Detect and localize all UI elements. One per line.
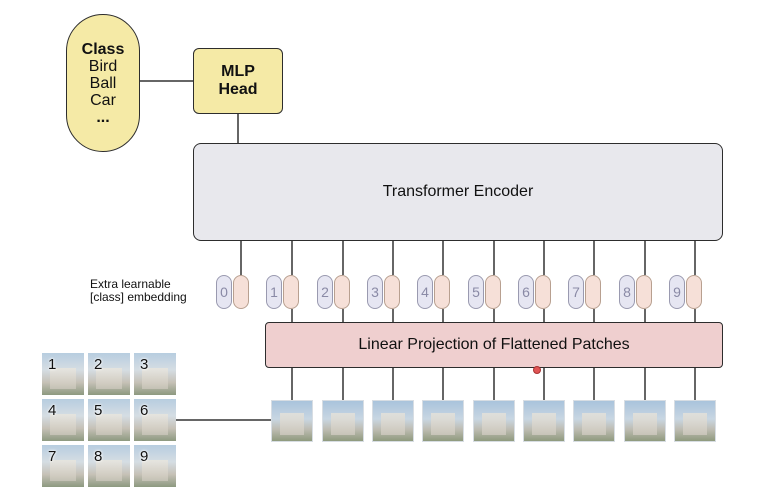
position-embedding: 0 (216, 275, 232, 309)
patch-embedding (485, 275, 501, 309)
cursor-dot (533, 366, 541, 374)
flattened-patch-image (624, 400, 666, 442)
flattened-patch-image (674, 400, 716, 442)
grid-patch-number: 1 (48, 356, 57, 373)
transformer-encoder-label: Transformer Encoder (382, 183, 534, 200)
patch-embedding (636, 275, 652, 309)
class-output-box: Class Bird Ball Car ... (66, 14, 140, 152)
position-embedding: 9 (669, 275, 685, 309)
patch-embedding (585, 275, 601, 309)
class-token-embedding (233, 275, 249, 309)
token-0: 0 (216, 275, 250, 309)
token-6: 6 (518, 275, 552, 309)
token-9: 9 (669, 275, 703, 309)
flattened-patch-image (372, 400, 414, 442)
position-embedding: 6 (518, 275, 534, 309)
position-embedding: 4 (417, 275, 433, 309)
grid-patch-2: 2 (88, 353, 130, 395)
flattened-patch-image (473, 400, 515, 442)
grid-patch-1: 1 (42, 353, 84, 395)
grid-patch-number: 6 (140, 402, 149, 419)
mlp-head-line2: Head (218, 81, 258, 98)
mlp-head-box: MLP Head (193, 48, 283, 114)
token-5: 5 (468, 275, 502, 309)
position-embedding: 7 (568, 275, 584, 309)
extra-embedding-line1: Extra learnable (90, 277, 171, 291)
position-embedding: 8 (619, 275, 635, 309)
class-item-car: Car (90, 91, 116, 109)
flattened-patch-image (422, 400, 464, 442)
patch-embedding (535, 275, 551, 309)
class-header: Class (81, 40, 125, 58)
patch-embedding (283, 275, 299, 309)
grid-patch-6: 6 (134, 399, 176, 441)
transformer-encoder-box: Transformer Encoder (193, 143, 723, 241)
flattened-patch-image (523, 400, 565, 442)
token-4: 4 (417, 275, 451, 309)
class-item-ball: Ball (89, 74, 117, 92)
token-2: 2 (317, 275, 351, 309)
grid-patch-number: 2 (94, 356, 103, 373)
position-embedding: 5 (468, 275, 484, 309)
grid-patch-5: 5 (88, 399, 130, 441)
flattened-patch-image (322, 400, 364, 442)
grid-patch-9: 9 (134, 445, 176, 487)
grid-patch-3: 3 (134, 353, 176, 395)
grid-patch-number: 4 (48, 402, 57, 419)
mlp-head-line1: MLP (221, 63, 255, 80)
grid-patch-number: 8 (94, 448, 103, 465)
position-embedding: 3 (367, 275, 383, 309)
class-item-ellipsis: ... (96, 108, 110, 126)
grid-patch-number: 9 (140, 448, 149, 465)
linear-projection-label: Linear Projection of Flattened Patches (358, 336, 630, 353)
grid-patch-number: 5 (94, 402, 103, 419)
flattened-patch-image (573, 400, 615, 442)
grid-patch-8: 8 (88, 445, 130, 487)
grid-patch-number: 3 (140, 356, 149, 373)
position-embedding: 1 (266, 275, 282, 309)
patch-embedding (384, 275, 400, 309)
class-item-bird: Bird (88, 57, 118, 75)
extra-embedding-line2: [class] embedding (90, 290, 187, 304)
patch-embedding (434, 275, 450, 309)
patch-embedding (686, 275, 702, 309)
grid-patch-4: 4 (42, 399, 84, 441)
token-1: 1 (266, 275, 300, 309)
position-embedding: 2 (317, 275, 333, 309)
linear-projection-box: Linear Projection of Flattened Patches (265, 322, 723, 368)
extra-embedding-label: Extra learnable [class] embedding (90, 278, 187, 304)
grid-patch-number: 7 (48, 448, 57, 465)
patch-embedding (334, 275, 350, 309)
token-3: 3 (367, 275, 401, 309)
grid-patch-7: 7 (42, 445, 84, 487)
token-7: 7 (568, 275, 602, 309)
flattened-patch-image (271, 400, 313, 442)
token-8: 8 (619, 275, 653, 309)
